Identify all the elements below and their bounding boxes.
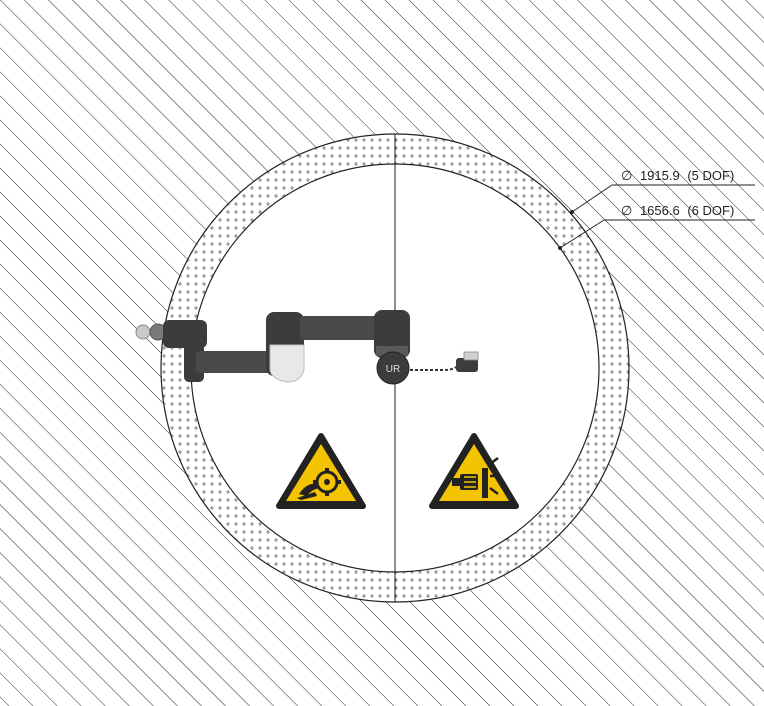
crush-gear-hazard-icon bbox=[276, 433, 366, 509]
svg-text:∅ 1915.9 (5 DOF): ∅ 1915.9 (5 DOF) bbox=[621, 168, 734, 183]
crush-hand-hazard-icon bbox=[429, 433, 519, 509]
dim-6dof-note: (6 DOF) bbox=[687, 203, 734, 218]
robot-base-badge: UR bbox=[386, 364, 400, 375]
dimension-6dof: ∅ 1656.6 (6 DOF) bbox=[558, 203, 755, 250]
dim-5dof-symbol: ∅ bbox=[621, 168, 632, 183]
svg-text:∅ 1656.6 (6 DOF): ∅ 1656.6 (6 DOF) bbox=[621, 203, 734, 218]
robot-arm: UR bbox=[135, 310, 479, 385]
dim-5dof-note: (5 DOF) bbox=[687, 168, 734, 183]
dim-6dof-symbol: ∅ bbox=[621, 203, 632, 218]
tool-flange-icon bbox=[135, 324, 151, 340]
robot-base bbox=[376, 351, 410, 385]
cable-connector bbox=[456, 358, 478, 372]
dimension-5dof: ∅ 1915.9 (5 DOF) bbox=[570, 168, 755, 214]
dim-5dof-value: 1915.9 bbox=[640, 168, 680, 183]
dim-6dof-value: 1656.6 bbox=[640, 203, 680, 218]
